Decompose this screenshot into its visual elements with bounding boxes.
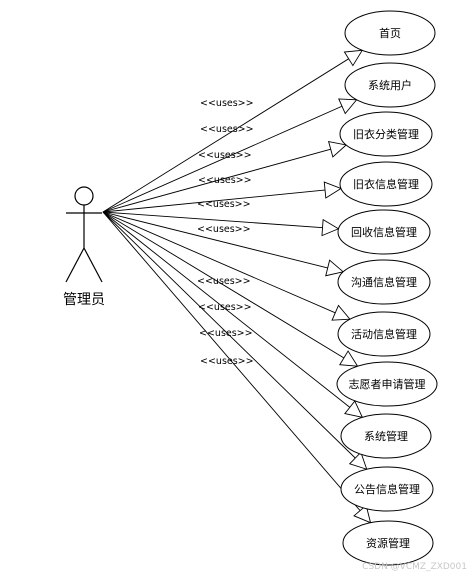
uses-stereotype-label: <<uses>>: [198, 150, 252, 161]
uses-arrowhead: [323, 181, 342, 199]
use-case: 首页: [344, 10, 436, 56]
actor-head: [74, 186, 94, 206]
use-case: 公告信息管理: [340, 466, 434, 512]
uses-stereotype-label: <<uses>>: [200, 98, 254, 109]
use-case-ellipse: [342, 520, 434, 566]
uses-relation-line: [102, 49, 363, 213]
use-case-label: 回收信息管理: [351, 225, 417, 239]
uses-relation-line: [102, 211, 344, 273]
uses-arrowhead: [343, 49, 364, 67]
uses-stereotype-label: <<uses>>: [197, 276, 251, 287]
use-case-ellipse: [344, 62, 436, 108]
use-case-label: 旧衣分类管理: [353, 127, 419, 141]
use-case: 旧衣分类管理: [339, 111, 433, 157]
use-case-ellipse: [337, 259, 431, 305]
watermark: CSDN @VCMZ_ZXD001: [362, 562, 467, 572]
uses-arrowhead: [344, 400, 364, 418]
use-case: 活动信息管理: [337, 311, 431, 357]
use-case: 沟通信息管理: [337, 259, 431, 305]
uses-arrowhead: [327, 140, 348, 158]
use-case-label: 系统用户: [368, 78, 412, 92]
uses-arrowhead: [338, 98, 358, 115]
uses-relation-line: [102, 211, 368, 470]
uses-relation-line: [102, 211, 363, 418]
relations: <<uses>> <<uses>> <<uses>> <<uses>> <<uses>>…: [102, 49, 372, 524]
use-case-ellipse: [340, 413, 432, 459]
use-case-label: 资源管理: [366, 536, 410, 550]
use-case-label: 志愿者申请管理: [349, 377, 426, 391]
uses-relation-line: [102, 99, 357, 213]
uses-arrowhead: [321, 218, 340, 237]
use-case-ellipse: [339, 111, 433, 157]
use-case-label: 系统管理: [364, 429, 408, 443]
uses-relation-line: [102, 144, 347, 213]
uses-stereotype-label: <<uses>>: [199, 328, 253, 339]
uses-relation-line: [102, 211, 339, 230]
uses-arrowhead: [331, 304, 351, 321]
use-case-label: 活动信息管理: [351, 327, 417, 341]
use-case-ellipse: [340, 466, 434, 512]
use-case: 志愿者申请管理: [336, 361, 438, 407]
use-case: 旧衣信息管理: [339, 161, 433, 207]
uses-relation-line: [102, 211, 371, 524]
use-case-label: 公告信息管理: [354, 482, 420, 496]
uses-stereotype-label: <<uses>>: [198, 175, 252, 186]
use-case: 资源管理: [342, 520, 434, 566]
use-case-ellipse: [336, 361, 438, 407]
use-case: 系统用户: [344, 62, 436, 108]
use-cases: 首页系统用户旧衣分类管理旧衣信息管理回收信息管理沟通信息管理活动信息管理志愿者申…: [336, 10, 438, 566]
uses-stereotype-label: <<uses>>: [197, 224, 251, 235]
use-case-ellipse: [337, 311, 431, 357]
use-case-label: 沟通信息管理: [351, 275, 417, 289]
uses-stereotype-label: <<uses>>: [198, 302, 252, 313]
use-case-ellipse: [339, 161, 433, 207]
actor: 管理员: [63, 186, 105, 308]
uses-relation-line: [102, 211, 351, 320]
actor-left-leg: [65, 247, 85, 283]
uses-relation-line: [102, 188, 341, 213]
uses-arrowhead: [353, 504, 372, 524]
use-case: 系统管理: [340, 413, 432, 459]
uses-arrowhead: [325, 259, 345, 277]
use-case-ellipse: [337, 209, 431, 255]
uses-relation-line: [102, 211, 358, 367]
uses-stereotype-label: <<uses>>: [200, 124, 254, 135]
uses-arrowhead: [348, 451, 368, 470]
uses-stereotype-label: <<uses>>: [200, 356, 254, 367]
uses-arrowhead: [339, 350, 359, 367]
uses-stereotype-label: <<uses>>: [197, 199, 251, 210]
use-case-ellipse: [344, 10, 436, 56]
actor-label: 管理员: [63, 292, 105, 308]
use-case: 回收信息管理: [337, 209, 431, 255]
use-case-label: 首页: [379, 26, 401, 40]
use-case-label: 旧衣信息管理: [353, 177, 419, 191]
actor-right-leg: [83, 247, 103, 283]
